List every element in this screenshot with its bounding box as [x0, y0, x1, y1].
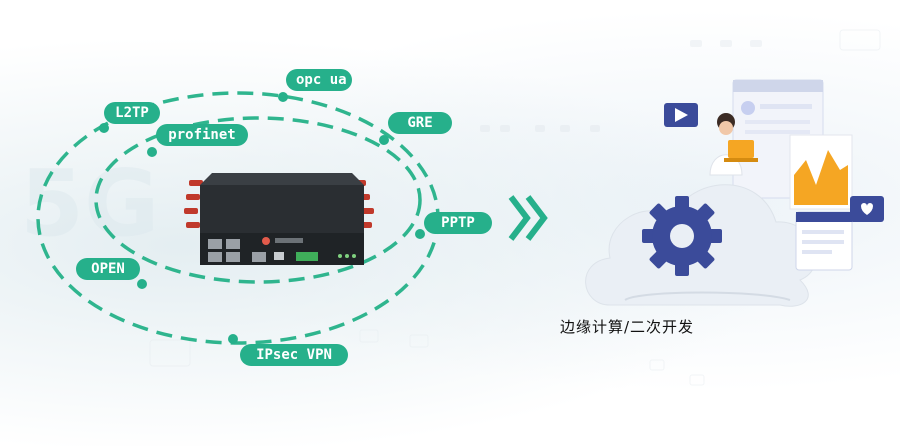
- tag-open: OPEN: [76, 258, 140, 280]
- play-icon: [664, 103, 698, 127]
- tag-pptp: PPTP: [424, 212, 492, 234]
- person-laptop-icon: [709, 113, 758, 176]
- connector-dots: [99, 92, 425, 344]
- tag-opc-ua: opc ua: [286, 69, 352, 91]
- tag-ipsec-vpn: IPsec VPN: [240, 344, 348, 366]
- cloud-illustration: [585, 79, 884, 307]
- svg-text:5G: 5G: [20, 150, 160, 257]
- background-decor: 5G: [20, 29, 881, 386]
- tag-profinet: profinet: [156, 124, 248, 146]
- tag-l2tp: L2TP: [104, 102, 160, 124]
- router-device: [184, 173, 374, 265]
- edge-computing-caption: 边缘计算/二次开发: [560, 318, 695, 336]
- gear-icon: [642, 196, 722, 276]
- double-chevron-right-icon: [508, 195, 548, 241]
- tag-gre: GRE: [388, 112, 452, 134]
- inner-ring: [94, 116, 422, 284]
